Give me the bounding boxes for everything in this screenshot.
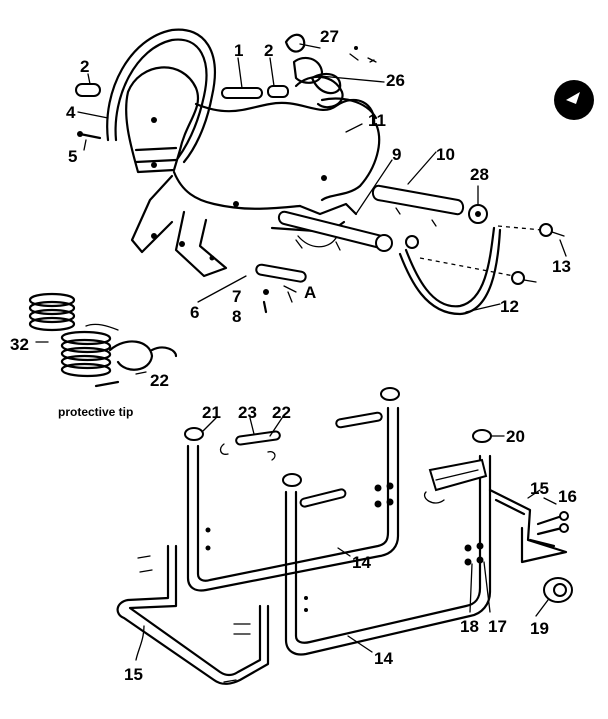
protective-tip-caption: protective tip: [58, 405, 133, 419]
label-part-32: 32: [10, 335, 29, 354]
spring-part-23-right: [335, 411, 383, 429]
cap-part-2-right: [267, 85, 289, 98]
label-part-16: 16: [558, 487, 577, 506]
label-part-22: 22: [272, 403, 291, 422]
label-part-27: 27: [320, 27, 339, 46]
upper-loose-parts: [75, 33, 594, 316]
label-part-3: 4: [66, 103, 76, 122]
spring-part-23-left: [235, 430, 281, 446]
horse-body-assembly: [106, 28, 381, 278]
label-part-14-lower: 14: [374, 649, 393, 668]
label-part-1: 1: [234, 41, 243, 60]
label-part-26: 26: [386, 71, 405, 90]
label-part-15-left: 15: [124, 665, 143, 684]
bar-part-10: [372, 184, 464, 216]
label-part-22-spring: 22: [150, 371, 169, 390]
base-frame-assembly: [116, 387, 573, 685]
label-part-15-right: 15: [530, 479, 549, 498]
label-part-14-upper: 14: [352, 553, 371, 572]
label-part-19: 19: [530, 619, 549, 638]
label-part-21: 21: [202, 403, 221, 422]
cap-part-21: [184, 427, 204, 441]
label-part-23: 23: [238, 403, 257, 422]
label-part-28: 28: [470, 165, 489, 184]
label-part-2-right: 2: [264, 41, 273, 60]
label-part-7: 7: [232, 287, 241, 306]
spring-part-32: [28, 292, 76, 332]
label-part-18: 18: [460, 617, 479, 636]
label-part-6: 6: [190, 303, 199, 322]
label-part-2-left: 2: [80, 57, 89, 76]
cap-part-20: [472, 429, 492, 443]
label-part-8: 8: [232, 307, 241, 326]
label-part-12: 12: [500, 297, 519, 316]
cap-part-2-left: [75, 83, 101, 97]
label-part-13: 13: [552, 257, 571, 276]
part-number-labels: 2 4 5 1 2 27 26 11 9 10 28 13 12 6 7 8 A…: [10, 27, 577, 684]
label-part-10: 10: [436, 145, 455, 164]
label-part-17: 17: [488, 617, 507, 636]
label-part-20: 20: [506, 427, 525, 446]
label-marker-a: A: [304, 283, 316, 302]
label-part-4: 5: [68, 147, 77, 166]
label-part-11: 11: [368, 111, 386, 130]
rod-part-1: [221, 87, 263, 99]
spring-assembly: [28, 292, 178, 388]
leader-lines: [35, 43, 567, 661]
spring-part-33: [60, 330, 112, 378]
rod-part-6: [255, 263, 307, 283]
label-part-9: 9: [392, 145, 401, 164]
